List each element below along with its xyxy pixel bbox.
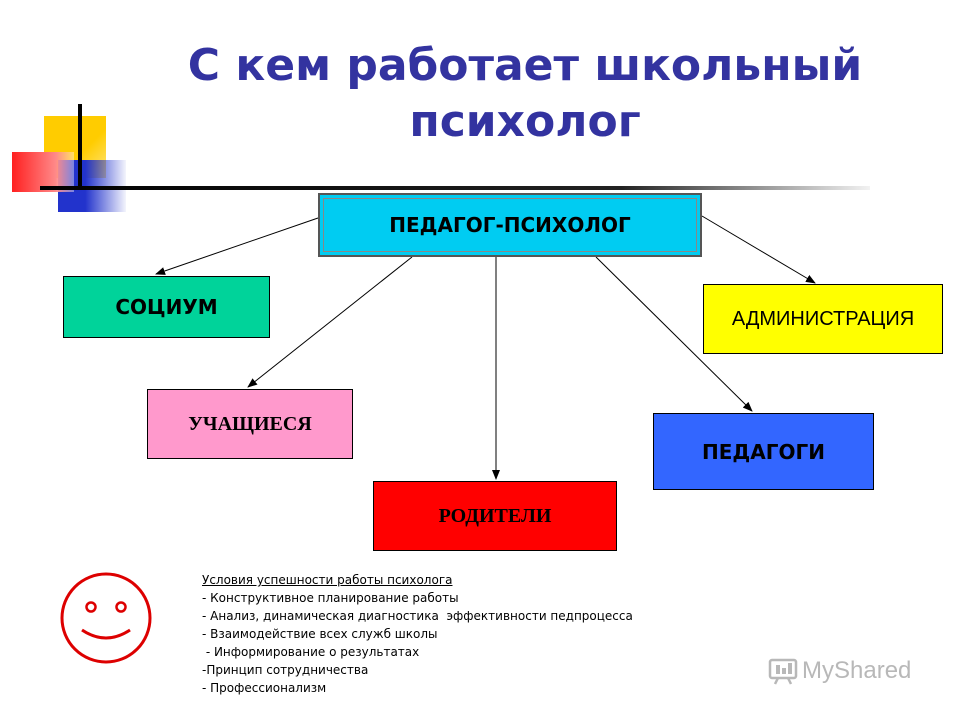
condition-item: - Конструктивное планирование работы xyxy=(202,591,459,605)
conditions-list: Условия успешности работы психолога - Ко… xyxy=(202,571,762,697)
arrow-to-socium xyxy=(155,217,319,275)
page-title: С кем работает школьный психолог xyxy=(187,40,863,147)
deco-vertical-line xyxy=(78,104,82,188)
condition-item: -Принцип сотрудничества xyxy=(202,663,369,677)
smiley-face-icon xyxy=(60,572,152,664)
conditions-heading: Условия успешности работы психолога xyxy=(202,573,453,587)
node-socium-label: СОЦИУМ xyxy=(115,295,218,319)
deco-red-square xyxy=(12,152,74,192)
node-teachers: ПЕДАГОГИ xyxy=(653,413,874,490)
node-administration: АДМИНИСТРАЦИЯ xyxy=(703,284,943,354)
node-students-label: УЧАЩИЕСЯ xyxy=(188,412,312,435)
node-students: УЧАЩИЕСЯ xyxy=(147,389,353,459)
condition-item: - Профессионализм xyxy=(202,681,327,695)
condition-item: - Взаимодействие всех служб школы xyxy=(202,627,438,641)
center-node: ПЕДАГОГ-ПСИХОЛОГ xyxy=(318,193,702,257)
myshared-logo-icon xyxy=(768,658,798,685)
node-teachers-label: ПЕДАГОГИ xyxy=(702,439,825,464)
center-node-label: ПЕДАГОГ-ПСИХОЛОГ xyxy=(389,213,631,237)
node-administration-label: АДМИНИСТРАЦИЯ xyxy=(731,307,915,330)
condition-item: - Информирование о результатах xyxy=(202,645,420,659)
condition-item: - Анализ, динамическая диагностика эффек… xyxy=(202,609,633,623)
node-socium: СОЦИУМ xyxy=(63,276,270,338)
arrow-to-administration xyxy=(701,215,816,284)
arrow-to-teachers xyxy=(595,256,753,412)
arrow-to-students xyxy=(247,256,413,388)
deco-horizontal-line xyxy=(40,186,870,190)
myshared-logo: MyShared xyxy=(768,656,911,686)
node-parents-label: РОДИТЕЛИ xyxy=(438,504,552,527)
node-parents: РОДИТЕЛИ xyxy=(373,481,617,551)
myshared-logo-text: MyShared xyxy=(802,657,912,684)
